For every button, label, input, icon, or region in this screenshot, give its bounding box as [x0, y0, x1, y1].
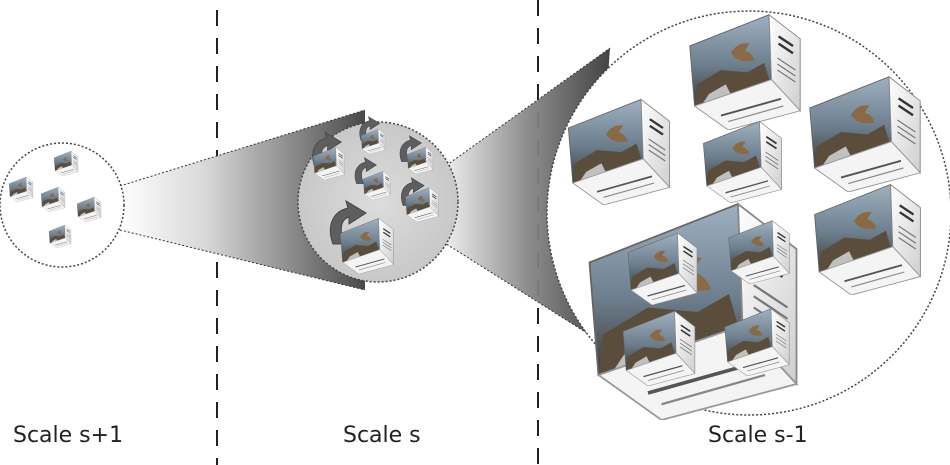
scale-plus-circle — [0, 142, 125, 268]
scale-minus-circle — [546, 10, 950, 420]
scale-plus-label: Scale s+1 — [13, 423, 124, 448]
zoom-cone-1 — [120, 110, 365, 290]
scale-minus-label: Scale s-1 — [708, 423, 808, 448]
scale-label: Scale s — [343, 423, 421, 448]
scale-circle — [297, 116, 459, 283]
